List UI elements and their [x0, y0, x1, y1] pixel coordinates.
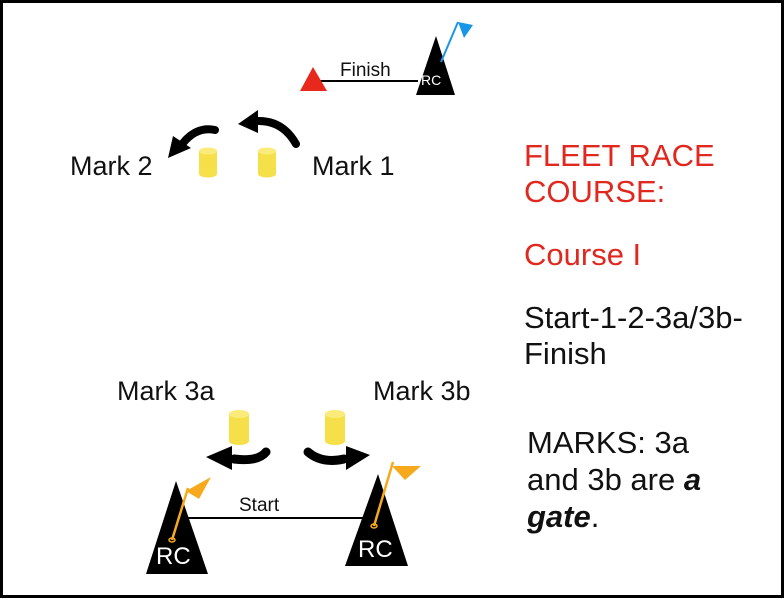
buoy-mark1-icon [258, 147, 276, 178]
course-sequence: Start-1-2-3a/3b- Finish [524, 300, 743, 372]
arrowhead-mark2-icon [168, 136, 191, 158]
flag-base-left-icon [168, 537, 176, 543]
finish-label: Finish [340, 60, 391, 81]
arrow-mark3a-icon [229, 447, 271, 465]
arrowhead-mark3a-icon [206, 446, 232, 470]
marks-note-line2: and 3b are a [527, 461, 701, 498]
flagpole-finish-icon [440, 21, 459, 63]
marks-note-line2-text: and 3b are [527, 462, 684, 497]
arrowhead-mark1-icon [238, 110, 258, 133]
mark1-label: Mark 1 [312, 151, 395, 181]
course-sequence-line1: Start-1-2-3a/3b- [524, 300, 743, 335]
course-name: Course I [524, 237, 642, 272]
mark2-label: Mark 2 [70, 151, 153, 181]
marks-note-line1: MARKS: 3a [527, 425, 689, 460]
flagpole-right-icon [372, 461, 395, 527]
start-label: Start [239, 495, 280, 516]
marks-note-emph-gate: gate [527, 499, 591, 534]
course-sequence-line2: Finish [524, 336, 607, 371]
marks-note-period: . [590, 499, 600, 534]
marks-note: MARKS: 3a and 3b are a gate. [527, 424, 701, 535]
marks-note-emph-a: a [683, 462, 702, 497]
rc-label-finish: RC [421, 72, 441, 88]
rc-label-right: RC [358, 536, 393, 563]
mark3a-label: Mark 3a [117, 376, 216, 406]
buoy-mark3b-icon [325, 410, 345, 445]
arrow-mark1-icon [255, 117, 300, 148]
flag-base-right-icon [370, 523, 378, 529]
rc-boat-finish-icon [416, 36, 455, 95]
flag-left-icon [186, 477, 211, 499]
flag-finish-icon [458, 22, 473, 38]
flag-right-icon [392, 466, 421, 480]
arrow-mark2-icon [179, 125, 219, 147]
rc-label-left: RC [156, 543, 191, 570]
course-title-line2: COURSE: [524, 174, 666, 209]
finish-mark-icon [300, 67, 327, 91]
flagpole-left-icon [170, 487, 190, 541]
arrow-mark3b-icon [303, 447, 349, 465]
course-title: FLEET RACE COURSE: [524, 138, 715, 210]
marks-note-line3: gate. [527, 498, 701, 535]
arrowhead-mark3b-icon [346, 446, 370, 470]
buoy-mark3a-icon [229, 410, 249, 445]
course-title-line1: FLEET RACE [524, 138, 715, 173]
mark3b-label: Mark 3b [373, 376, 471, 406]
buoy-mark2-icon [199, 147, 217, 178]
